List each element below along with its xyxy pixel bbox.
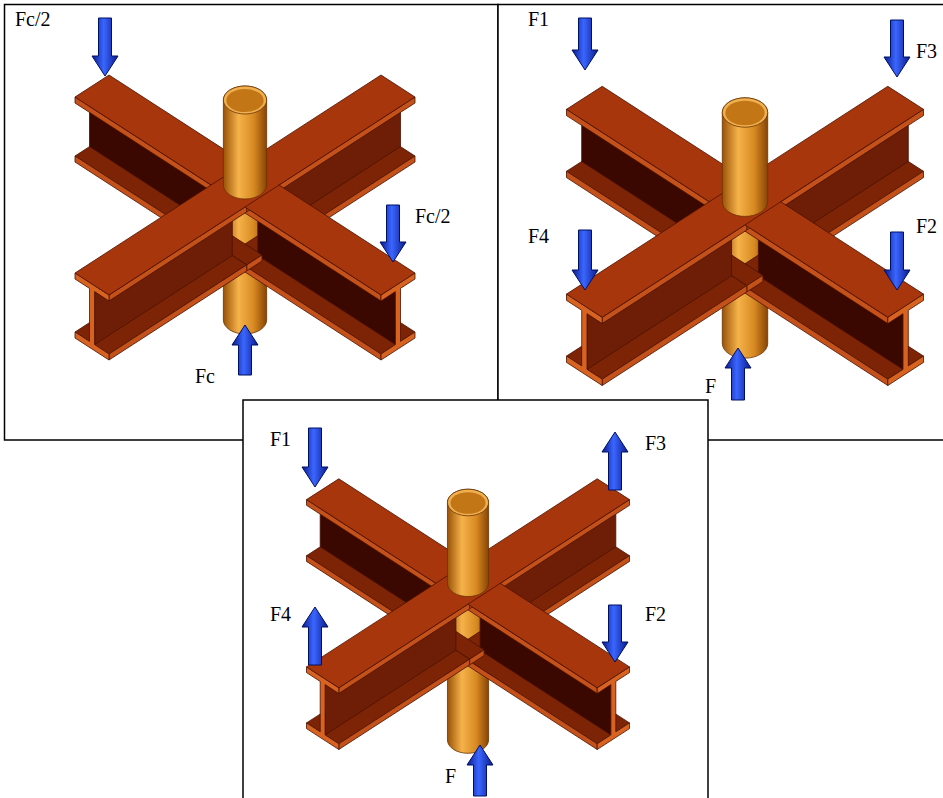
column-body (223, 86, 266, 199)
force-arrow (725, 348, 751, 400)
force-arrow (92, 18, 118, 76)
force-arrow (572, 230, 598, 290)
force-label: F2 (916, 215, 937, 238)
force-label: F1 (528, 8, 549, 31)
force-arrow (602, 605, 628, 662)
flange-edge (470, 650, 485, 665)
flange-top (567, 86, 924, 317)
flange-top (307, 479, 630, 688)
force-arrow (302, 428, 328, 487)
column-bore (226, 89, 263, 112)
force-label: F4 (270, 603, 291, 626)
beam-assembly (307, 479, 630, 753)
force-label: Fc (195, 365, 215, 388)
panel-frame (5, 5, 499, 441)
flange-edge (747, 275, 763, 292)
beam-assembly (75, 75, 415, 360)
flange-top (75, 75, 415, 295)
column-body (447, 489, 488, 596)
flange-edge (247, 255, 262, 271)
column-bore (450, 492, 485, 514)
panel-frame (243, 400, 708, 798)
column-top (447, 489, 488, 516)
force-label: F3 (645, 432, 666, 455)
force-arrow (602, 432, 628, 490)
beam-assembly (567, 86, 924, 385)
force-label: Fc/2 (15, 8, 51, 31)
force-label: F1 (270, 428, 291, 451)
column-bore (725, 101, 764, 125)
force-label: Fc/2 (415, 205, 451, 228)
panel-frame (498, 5, 943, 441)
force-arrow (380, 205, 406, 262)
column-top (223, 86, 266, 114)
flange-top (307, 479, 630, 688)
column-body (722, 98, 767, 217)
force-arrow (232, 325, 258, 375)
force-arrow (572, 18, 598, 70)
force-label: F (705, 375, 716, 398)
force-arrow (302, 607, 328, 665)
force-arrow (467, 745, 493, 796)
force-label: F (445, 765, 456, 788)
flange-top (567, 86, 924, 317)
force-arrow (884, 20, 910, 77)
flange-top (75, 75, 415, 295)
column-top (722, 98, 767, 127)
force-label: F3 (916, 40, 937, 63)
force-arrow (884, 232, 910, 290)
force-label: F2 (645, 603, 666, 626)
force-label: F4 (528, 225, 549, 248)
